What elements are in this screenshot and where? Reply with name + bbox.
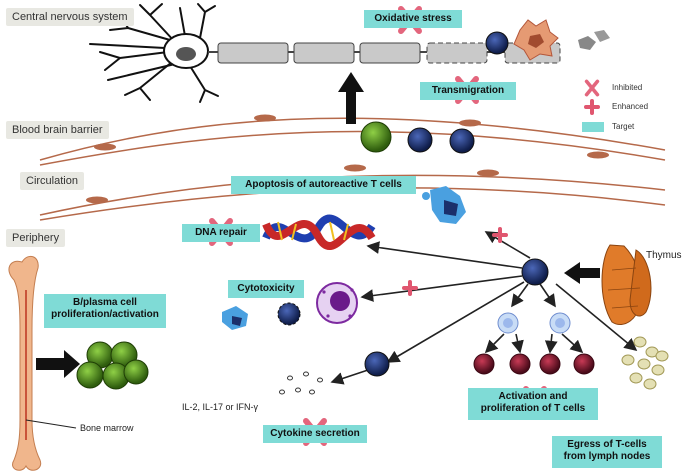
- cytokine-t-cell: [364, 351, 390, 377]
- cytokine-particles: [279, 371, 323, 395]
- region-bbb: Blood brain barrier: [6, 121, 109, 139]
- cytokines-label: IL-2, IL-17 or IFN-γ: [182, 402, 259, 412]
- neuron: [89, 3, 610, 103]
- lymph-node-cells: [621, 336, 669, 390]
- thymus: [601, 244, 652, 325]
- target-apoptosis: Apoptosis of autoreactive T cells: [231, 176, 416, 194]
- thymus-label: Thymus: [646, 250, 682, 261]
- target-dna-repair: DNA repair: [182, 224, 260, 242]
- bone-arrow: [36, 350, 80, 378]
- dna-helix: [262, 214, 376, 250]
- target-b-plasma: B/plasma cell proliferation/activation: [44, 294, 166, 328]
- dying-cell-cytotoxicity: [222, 306, 248, 330]
- legend-enhanced-label: Enhanced: [612, 102, 649, 111]
- transmigration-arrow: [338, 72, 364, 124]
- target-egress: Egress of T-cells from lymph nodes: [552, 436, 662, 468]
- target-cytokine: Cytokine secretion: [263, 425, 367, 443]
- region-periphery: Periphery: [6, 229, 66, 247]
- target-cytotoxicity: Cytotoxicity: [228, 280, 304, 298]
- b-cells: [76, 341, 149, 390]
- region-circulation: Circulation: [20, 172, 84, 190]
- legend-target-swatch: [582, 122, 604, 132]
- bone: [8, 255, 42, 471]
- central-t-cell: [521, 258, 549, 286]
- cytotoxic-cell: [277, 282, 358, 326]
- legend-inhibited-label: Inhibited: [612, 83, 643, 92]
- bone-marrow-leader: [25, 419, 77, 429]
- bone-marrow-label: Bone marrow: [80, 423, 134, 433]
- enhanced-plus-cytotoxicity: [402, 280, 418, 296]
- apoptotic-cell: [422, 186, 466, 224]
- legend-target-label: Target: [612, 122, 635, 131]
- endothelial-nuclei: [86, 114, 609, 204]
- thymus-arrow: [564, 262, 600, 284]
- legend-x-icon: [584, 79, 600, 97]
- target-transmigration: Transmigration: [420, 82, 516, 100]
- activated-t-cells: [473, 312, 595, 375]
- target-activation: Activation and proliferation of T cells: [468, 388, 598, 420]
- circulating-cells: [360, 121, 475, 154]
- target-oxidative-stress: Oxidative stress: [364, 10, 462, 28]
- region-cns: Central nervous system: [6, 8, 134, 26]
- legend-plus-icon: [584, 99, 600, 115]
- enhanced-plus-apoptosis: [492, 227, 508, 243]
